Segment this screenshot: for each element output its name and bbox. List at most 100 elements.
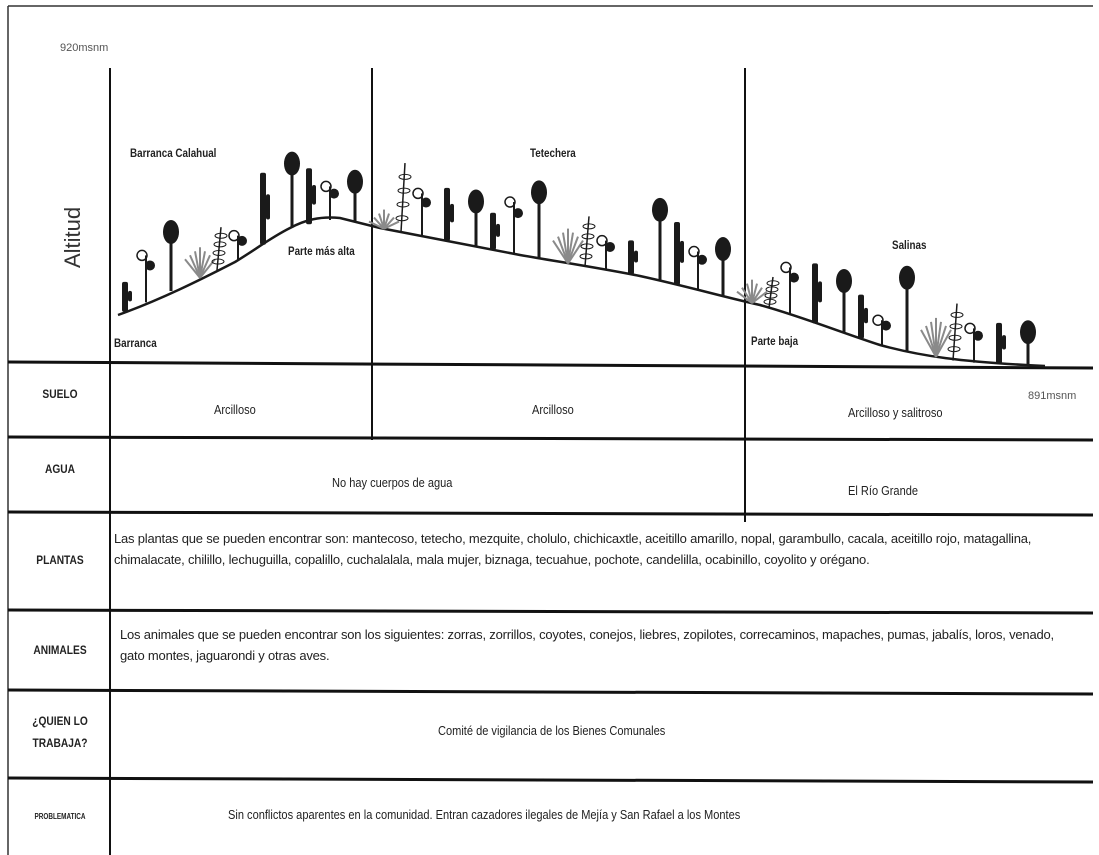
cactus-icon	[674, 221, 680, 285]
zone-label-barranca-calahual: Barranca Calahual	[130, 146, 217, 160]
fern-leaf-icon	[765, 286, 779, 293]
fern-leaf-icon	[580, 243, 594, 250]
shrub-leaf-icon	[513, 208, 523, 219]
row-sep-3	[7, 510, 1094, 517]
shrub-leaf-icon	[789, 272, 799, 283]
cactus-icon	[858, 294, 864, 339]
fern-leaf-icon	[211, 258, 225, 265]
fern-leaf-icon	[212, 249, 226, 256]
shrub-leaf-icon	[688, 245, 700, 258]
row-label-plantas: PLANTAS	[36, 553, 84, 567]
cactus-arm-icon	[634, 250, 638, 263]
agave-leaf-icon	[199, 251, 206, 279]
tree-crown-icon	[899, 265, 915, 290]
plantas-text: Las plantas que se pueden encontrar son:…	[114, 531, 1032, 567]
tree-crown-icon	[715, 237, 731, 262]
shrub-leaf-icon	[780, 261, 792, 274]
fern-leaf-icon	[579, 253, 593, 260]
row-label-quien-line2: TRABAJA?	[32, 736, 88, 750]
agave-leaf-icon	[751, 283, 758, 304]
shrub-leaf-icon	[412, 187, 424, 200]
agave-leaf-icon	[383, 213, 390, 230]
row-sep-4	[7, 608, 1094, 615]
cactus-arm-icon	[680, 240, 684, 263]
altitude-axis-label: Altitud	[60, 206, 85, 268]
point-label-highest: Parte más alta	[288, 244, 355, 258]
shrub-leaf-icon	[320, 180, 332, 193]
cactus-arm-icon	[128, 290, 132, 302]
row-label-suelo: SUELO	[42, 387, 78, 401]
cactus-arm-icon	[266, 194, 270, 220]
shrub-leaf-icon	[596, 234, 608, 247]
shrub-leaf-icon	[964, 322, 976, 335]
fern-leaf-icon	[398, 173, 412, 180]
problematica-text: Sin conflictos aparentes en la comunidad…	[228, 807, 741, 822]
fern-leaf-icon	[214, 232, 228, 239]
fern-stem-icon	[952, 303, 958, 361]
agave-leaf-icon	[368, 220, 385, 230]
shrub-leaf-icon	[237, 235, 247, 246]
fern-leaf-icon	[766, 280, 780, 287]
row-sep-6	[7, 776, 1094, 784]
shrub-leaf-icon	[421, 197, 431, 208]
shrub-leaf-icon	[136, 249, 148, 262]
cactus-arm-icon	[450, 203, 454, 223]
point-label-barranca: Barranca	[114, 336, 157, 350]
suelo-cell-salinas: Arcilloso y salitroso	[848, 405, 943, 420]
tree-crown-icon	[163, 219, 179, 244]
fern-leaf-icon	[397, 187, 411, 194]
cactus-icon	[490, 212, 496, 250]
cactus-arm-icon	[496, 223, 500, 237]
fern-stem-icon	[216, 227, 222, 271]
agave-leaf-icon	[199, 254, 211, 279]
shrub-leaf-icon	[329, 188, 339, 199]
cactus-arm-icon	[1002, 335, 1006, 350]
row-label-quien: ¿QUIEN LO TRABAJA?	[21, 710, 99, 754]
shrub-leaf-icon	[697, 254, 707, 265]
shrub-leaf-icon	[881, 320, 891, 331]
fern-leaf-icon	[395, 215, 409, 222]
cactus-arm-icon	[818, 281, 822, 303]
fern-stem-icon	[584, 216, 590, 267]
animales-text: Los animales que se pueden encontrar son…	[120, 627, 1054, 663]
zone-label-salinas: Salinas	[892, 238, 927, 252]
row-label-problematica: PROBLEMATICA	[34, 812, 86, 821]
terrain-profile	[117, 216, 1046, 368]
fern-leaf-icon	[213, 241, 227, 248]
suelo-cell-barranca: Arcilloso	[214, 402, 256, 417]
fern-leaf-icon	[947, 346, 961, 353]
tree-crown-icon	[468, 189, 484, 214]
tree-crown-icon	[531, 180, 547, 205]
fern-leaf-icon	[764, 292, 778, 299]
shrub-leaf-icon	[145, 260, 155, 271]
shrub-leaf-icon	[872, 314, 884, 326]
shrub-leaf-icon	[228, 229, 240, 242]
tree-crown-icon	[1020, 320, 1036, 345]
agua-cell-rio: El Río Grande	[848, 483, 919, 498]
cactus-icon	[444, 187, 450, 241]
tree-crown-icon	[284, 151, 300, 176]
row-label-agua: AGUA	[44, 462, 76, 476]
fern-leaf-icon	[396, 201, 410, 208]
plant-silhouettes	[122, 151, 1036, 366]
agave-leaf-icon	[567, 232, 574, 264]
fern-leaf-icon	[582, 223, 596, 230]
tree-crown-icon	[347, 169, 363, 194]
agave-leaf-icon	[935, 325, 947, 358]
row-sep-5	[7, 688, 1094, 696]
cactus-icon	[812, 263, 818, 324]
agave-leaf-icon	[751, 287, 763, 304]
fern-leaf-icon	[949, 323, 963, 330]
cactus-arm-icon	[312, 185, 316, 205]
fern-stem-icon	[400, 163, 406, 233]
agua-cell-none: No hay cuerpos de agua	[332, 475, 453, 490]
tree-crown-icon	[652, 197, 668, 222]
fern-leaf-icon	[950, 311, 964, 318]
row-sep-1	[7, 360, 1094, 370]
row-label-quien-line1: ¿QUIEN LO	[32, 714, 88, 728]
point-label-lowest: Parte baja	[751, 334, 799, 348]
suelo-cell-tetechera: Arcilloso	[532, 402, 574, 417]
fern-leaf-icon	[581, 233, 595, 240]
agave-leaf-icon	[935, 329, 952, 358]
